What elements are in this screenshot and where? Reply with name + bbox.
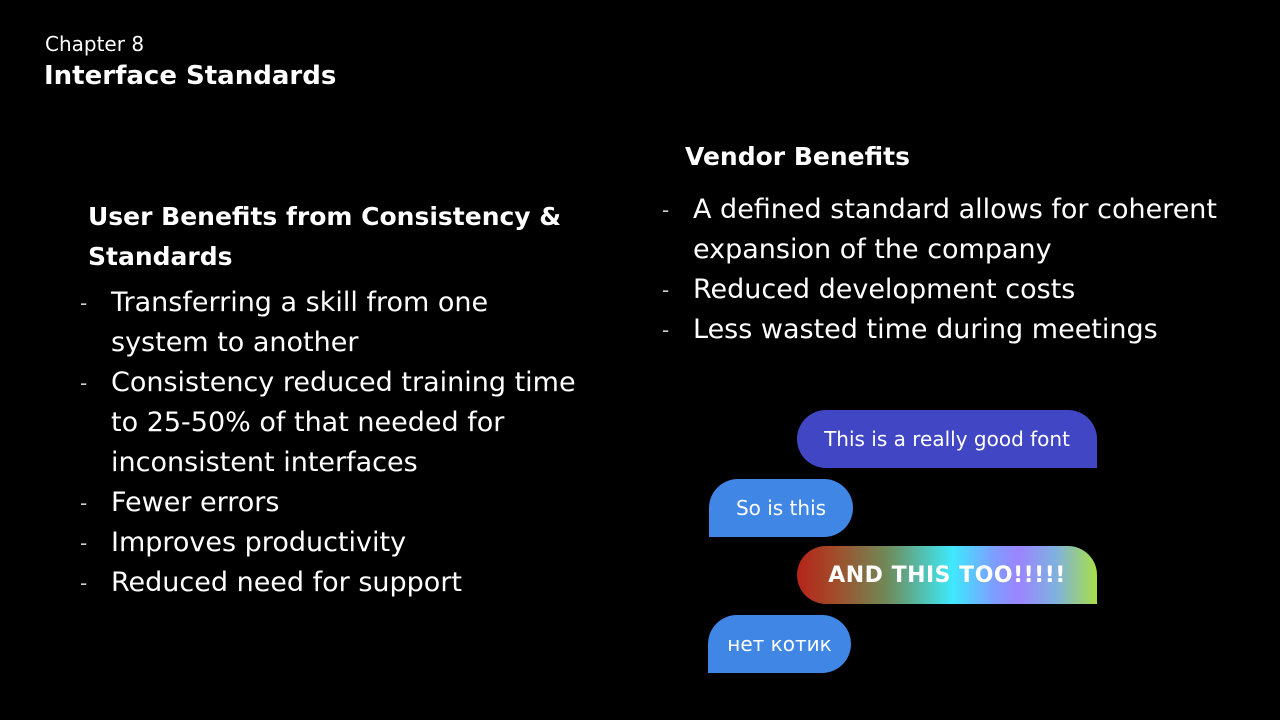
list-item: -Improves productivity bbox=[80, 523, 590, 563]
bullet-dash: - bbox=[662, 198, 670, 222]
bullet-dash: - bbox=[662, 278, 670, 302]
list-item-text: Reduced development costs bbox=[693, 274, 1076, 305]
chat-bubble-received: So is this bbox=[709, 479, 853, 537]
list-item: -Transferring a skill from one system to… bbox=[80, 283, 590, 363]
list-item: -Reduced need for support bbox=[80, 563, 590, 603]
list-item-text: Reduced need for support bbox=[111, 567, 463, 598]
bullet-dash: - bbox=[80, 531, 88, 555]
list-item: -Less wasted time during meetings bbox=[662, 310, 1222, 350]
chat-bubble-sent: This is a really good font bbox=[797, 410, 1097, 468]
bullet-dash: - bbox=[80, 571, 88, 595]
slide-title: Interface Standards bbox=[44, 61, 337, 91]
user-benefits-list: -Transferring a skill from one system to… bbox=[80, 283, 590, 603]
user-benefits-heading: User Benefits from Consistency & Standar… bbox=[88, 202, 562, 271]
chapter-label: Chapter 8 bbox=[45, 32, 145, 56]
bullet-dash: - bbox=[80, 491, 88, 515]
list-item-text: Consistency reduced training time to 25-… bbox=[111, 367, 576, 478]
chat-bubble-sent-gradient: AND THIS TOO!!!!! bbox=[797, 546, 1097, 604]
bullet-dash: - bbox=[662, 318, 670, 342]
list-item: -Consistency reduced training time to 25… bbox=[80, 363, 590, 483]
bullet-dash: - bbox=[80, 371, 88, 395]
list-item: -A defined standard allows for coherent … bbox=[662, 190, 1222, 270]
list-item-text: Transferring a skill from one system to … bbox=[111, 287, 489, 358]
list-item-text: Fewer errors bbox=[111, 487, 280, 518]
list-item: -Fewer errors bbox=[80, 483, 590, 523]
list-item: -Reduced development costs bbox=[662, 270, 1222, 310]
chat-bubble-received: нет котик bbox=[708, 615, 851, 673]
list-item-text: Less wasted time during meetings bbox=[693, 314, 1158, 345]
vendor-benefits-heading: Vendor Benefits bbox=[685, 142, 910, 171]
list-item-text: Improves productivity bbox=[111, 527, 407, 558]
vendor-benefits-list: -A defined standard allows for coherent … bbox=[662, 190, 1222, 350]
bullet-dash: - bbox=[80, 291, 88, 315]
list-item-text: A defined standard allows for coherent e… bbox=[693, 194, 1218, 265]
